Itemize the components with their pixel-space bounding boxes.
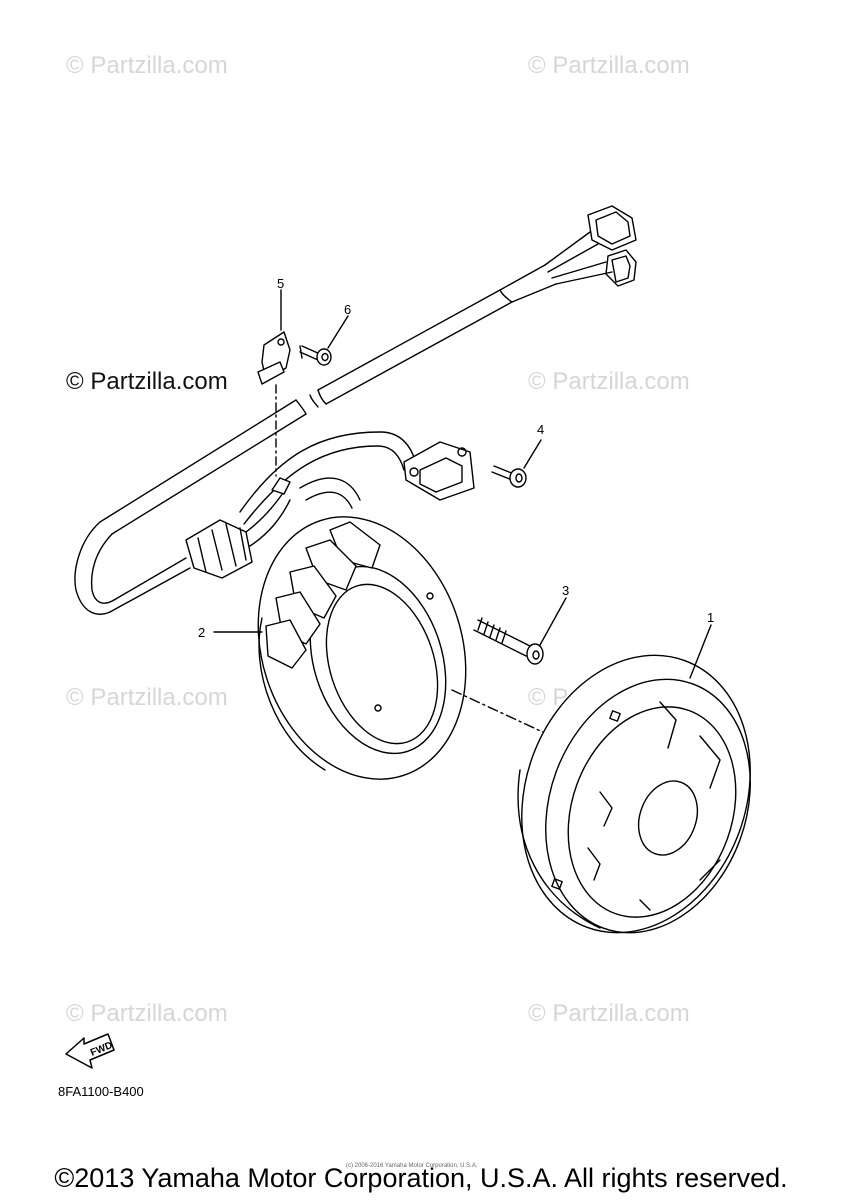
watermark-text: © Partzilla.com [528, 368, 690, 395]
leader-line [523, 439, 542, 469]
watermark-text: © Partzilla.com [528, 1000, 690, 1027]
fine-print: (c) 2006-2016 Yamaha Motor Corporation, … [346, 1163, 478, 1169]
watermark-text: © Partzilla.com [66, 52, 228, 79]
watermark-text: © Partzilla.com [528, 52, 690, 79]
sensor-bolt [491, 465, 527, 488]
alignment-line [451, 689, 561, 741]
clamp-bolt [299, 345, 332, 366]
pickup-sensor [403, 441, 475, 501]
rotor-flywheel [517, 654, 751, 934]
stator-bolt [473, 617, 544, 665]
leader-line [689, 624, 712, 679]
forward-arrow-icon [65, 1033, 115, 1069]
leader-line [327, 315, 349, 349]
stator [257, 516, 467, 780]
watermark-text: © Partzilla.com [66, 1000, 228, 1027]
copyright-notice: ©2013 Yamaha Motor Corporation, U.S.A. A… [54, 1163, 788, 1193]
callout-number: 4 [537, 422, 544, 437]
callout-number: 1 [707, 610, 714, 625]
leader-line [539, 597, 567, 646]
callout-number: 2 [198, 625, 205, 640]
watermark-text: © Partzilla.com [66, 684, 228, 711]
cable-clamp [257, 331, 291, 385]
wire-connectors [544, 205, 637, 287]
callout-number: 5 [277, 276, 284, 291]
splice-connector [185, 477, 291, 579]
callout-number: 3 [562, 583, 569, 598]
watermark-text: © Partzilla.com [66, 368, 228, 395]
callout-number: 6 [344, 302, 351, 317]
diagram-part-code: 8FA1100-B400 [58, 1084, 144, 1099]
